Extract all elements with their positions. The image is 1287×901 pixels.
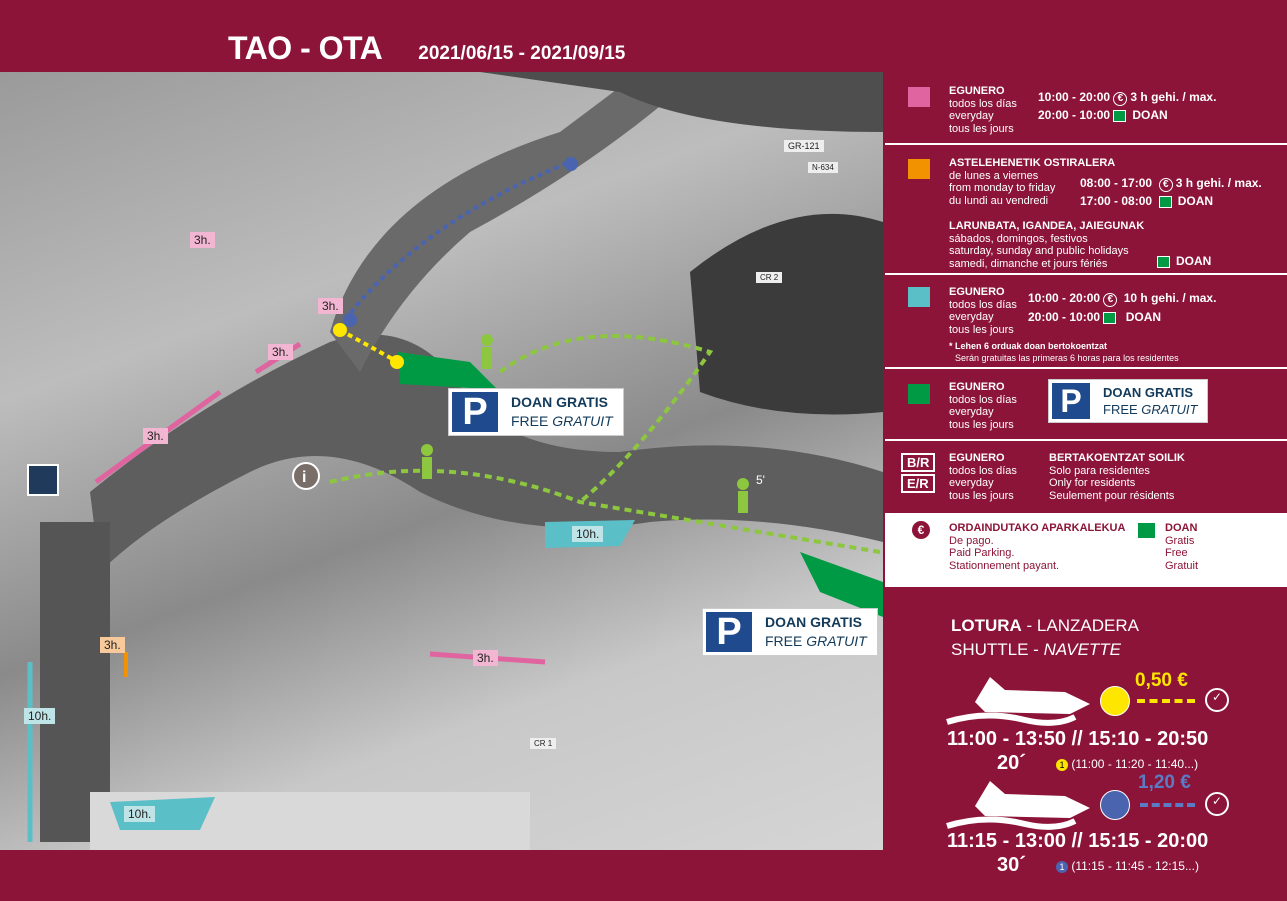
canal: [40, 522, 110, 842]
orange-swatch: [908, 159, 930, 179]
parking-icon: P: [449, 389, 501, 435]
map-drawing: i: [27, 72, 883, 850]
residents-badge: E/R: [901, 474, 935, 493]
aerial-map[interactable]: i 3h. 3h. 3h. 3h. 3h. 3h. 10h. 10h. 10h.…: [0, 72, 883, 850]
tag-3h: 3h.: [473, 650, 498, 666]
tag-10h: 10h.: [24, 708, 56, 724]
stop-1-blue-marker: [343, 313, 357, 327]
header: TAO - OTA 2021/06/15 - 2021/09/15: [228, 30, 625, 67]
green-square-icon: [1158, 195, 1172, 208]
parking-icon: P: [703, 609, 755, 655]
blue-line-marker: [1100, 790, 1130, 820]
road-label: N-634: [808, 162, 838, 173]
tag-3h: 3h.: [318, 298, 343, 314]
road-label: CR 1: [530, 738, 557, 749]
svg-text:i: i: [302, 469, 306, 486]
pink-swatch: [908, 87, 930, 107]
police-icon: [27, 464, 59, 496]
boat-icon: [946, 677, 1090, 726]
euro-icon: €: [1113, 92, 1128, 106]
green-square-icon: [1113, 109, 1127, 122]
price: 1,20 €: [1138, 772, 1191, 793]
hills-right: [690, 213, 883, 415]
walking-person-icon: [421, 334, 749, 513]
green-parking-2: [800, 552, 883, 617]
estuary: [330, 72, 700, 372]
green-parking-1: [398, 352, 500, 392]
euro-icon: €: [1158, 178, 1173, 192]
green-swatch: [908, 384, 930, 404]
tag-3h: 3h.: [190, 232, 215, 248]
tag-3h: 3h.: [143, 428, 168, 444]
walking-route: [329, 334, 881, 554]
shuttle-route-blue: [343, 160, 571, 322]
tag-10h: 10h.: [572, 526, 604, 542]
euro-icon: €: [912, 521, 930, 539]
shuttle-info: LOTURA - LANZADERA SHUTTLE - NAVETTE 0,5…: [885, 600, 1287, 900]
tag-3h-orange: 3h.: [100, 637, 125, 653]
tag-3h: 3h.: [268, 344, 293, 360]
sea: [480, 72, 883, 132]
road-label: CR 2: [756, 272, 783, 283]
green-square-icon: [1138, 523, 1155, 538]
green-square-icon: [1157, 255, 1170, 268]
yellow-line-marker: [1100, 686, 1130, 716]
tag-10h: 10h.: [124, 806, 156, 822]
stop-2-marker: [390, 355, 404, 369]
euro-icon: €: [1103, 293, 1118, 307]
page-title: TAO - OTA: [228, 30, 383, 66]
stop-1-marker: [333, 323, 347, 337]
cyan-swatch: [908, 287, 930, 307]
residents-badge: B/R: [901, 453, 936, 472]
shuttle-route-yellow: [339, 328, 399, 364]
price: 0,50 €: [1135, 670, 1188, 691]
stop-2-blue-marker: [564, 157, 578, 171]
green-square-icon: [1103, 311, 1117, 324]
road-label: GR-121: [784, 140, 824, 152]
clock-icon: ✓: [1205, 792, 1229, 816]
info-icon: [292, 462, 320, 490]
walk-time: 5': [756, 473, 765, 487]
date-range: 2021/06/15 - 2021/09/15: [418, 43, 626, 64]
clock-icon: ✓: [1205, 688, 1229, 712]
boat-icon: [946, 781, 1090, 830]
river: [90, 334, 883, 572]
parking-icon: P: [1049, 380, 1093, 422]
